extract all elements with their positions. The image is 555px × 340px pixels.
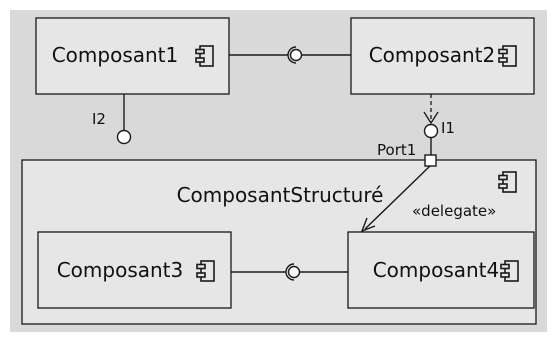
- component-composant2[interactable]: Composant2: [350, 17, 535, 95]
- interface-i2-label: I2: [92, 110, 106, 128]
- port1[interactable]: Port1: [377, 141, 437, 167]
- provided-interface-i1: I1: [423, 119, 455, 155]
- delegate-stereotype-label: «delegate»: [412, 202, 496, 220]
- component-composant3[interactable]: Composant3: [37, 231, 232, 309]
- port1-label: Port1: [377, 141, 416, 159]
- assembly-connector-c1-c2: [229, 46, 351, 64]
- component-composant1[interactable]: Composant1: [35, 17, 230, 95]
- delegate-connector: [360, 165, 431, 233]
- composant4-label: Composant4: [373, 258, 500, 282]
- composant1-label: Composant1: [52, 43, 179, 67]
- dependency-c2-i1: [423, 94, 439, 125]
- composant2-label: Composant2: [369, 43, 496, 67]
- structured-component-label: ComposantStructuré: [177, 183, 384, 207]
- component-composant4[interactable]: Composant4: [347, 231, 535, 309]
- interface-i1-label: I1: [441, 119, 455, 137]
- assembly-connector-c3-c4: [231, 263, 348, 281]
- composant3-label: Composant3: [57, 258, 184, 282]
- provided-interface-i2: I2: [92, 94, 132, 145]
